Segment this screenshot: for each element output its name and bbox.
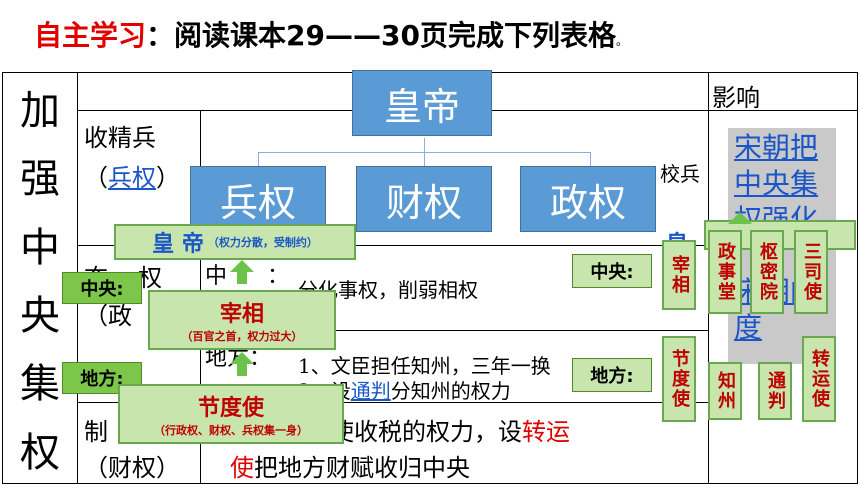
- table-row-line-3: [200, 330, 708, 331]
- right-local-label: 地方:: [572, 358, 652, 392]
- overlay-chancellor-text: 宰相: [219, 302, 264, 327]
- right-local-zhizhou: 知州: [708, 362, 742, 420]
- header-influence: 影响: [712, 84, 760, 112]
- paren: ）: [156, 164, 180, 192]
- title-main: 阅读课本29——30页完成下列表格: [174, 19, 616, 52]
- left-char: 央: [20, 293, 60, 340]
- arrow-head: [230, 260, 254, 272]
- overlay-local-label: 地方:: [62, 362, 142, 394]
- right-local-tongpan: 通判: [758, 362, 792, 420]
- left-char: 加: [20, 88, 60, 135]
- overlay-emperor-box: 皇 帝 （权力分散，受制约）: [114, 224, 356, 260]
- row1-label: 收精兵: [84, 124, 156, 152]
- paren: （: [84, 164, 108, 192]
- row3-local-suffix: ：: [249, 346, 272, 371]
- page-title: 自主学习：阅读课本29——30页完成下列表格。: [34, 14, 628, 54]
- row2-central: 中：: [205, 258, 289, 290]
- arrow-head: [230, 352, 254, 364]
- table-row-line-1: [78, 245, 708, 246]
- right-arrow-up: [728, 212, 752, 224]
- overlay-jiedushi-text: 节度使: [197, 396, 264, 421]
- overlay-arrow-up-1: [230, 260, 254, 284]
- left-char: 权: [20, 429, 60, 476]
- left-char: 中: [20, 224, 60, 271]
- hierarchy-connector-right: [590, 152, 591, 166]
- row2-label-b: （政: [84, 302, 132, 330]
- table-row-line-2: [78, 402, 708, 403]
- right-local-jiedushi: 节度使: [662, 336, 696, 422]
- row2-central-prefix: 中: [205, 264, 228, 289]
- title-prefix: 自主学习: [34, 19, 147, 52]
- overlay-emperor-text: 皇 帝: [152, 232, 204, 257]
- arrow-head: [728, 212, 752, 224]
- arrow-stem: [237, 364, 247, 376]
- row1-link-bingquan: 兵权: [108, 164, 156, 192]
- overlay-chancellor-note: （百官之首，权力过大）: [181, 330, 303, 343]
- row4-text-a-span: 使收税的权力，设: [330, 418, 522, 446]
- overlay-jiedushi-note: （行政权、财权、兵权集一身）: [154, 424, 308, 437]
- overlay-jiedushi-box: 节度使 （行政权、财权、兵权集一身）: [118, 384, 344, 444]
- influence-line: 宋朝把: [734, 131, 819, 164]
- row3-item2-suffix: 分知州的权力: [390, 379, 511, 403]
- hierarchy-zhengquan-box: 政权: [520, 166, 656, 232]
- arrow-stem: [237, 272, 247, 284]
- hierarchy-emperor-box: 皇帝: [352, 70, 492, 136]
- row3-link-tongpan: 通判: [350, 379, 391, 403]
- left-column-title: 加 强 中 央 集 权: [2, 72, 78, 484]
- overlay-chancellor-box: 宰相 （百官之首，权力过大）: [148, 290, 336, 350]
- left-char: 集: [20, 361, 60, 408]
- row2-central-suffix: ：: [267, 264, 290, 289]
- right-central-zaixiang: 宰相: [662, 240, 696, 310]
- row4-text-b: 使把地方财赋收归中央: [230, 448, 470, 483]
- row3-item1: 1、文臣担任知州，三年一换: [298, 354, 551, 378]
- row4-text-b-red: 使: [230, 454, 254, 482]
- hierarchy-connector-vertical: [424, 138, 425, 152]
- title-colon: ：: [146, 19, 175, 52]
- hierarchy-bingquan-box: 兵权: [190, 166, 326, 232]
- right-central-shumiyuan: 枢密院: [750, 230, 784, 314]
- hierarchy-caiquan-box: 财权: [356, 166, 492, 232]
- row4-text-a: 使收税的权力，设转运: [330, 412, 570, 447]
- row4-label-b: （财权）: [84, 454, 180, 482]
- overlay-arrow-up-2: [230, 352, 254, 376]
- row1-label-b: （兵权）: [84, 158, 180, 193]
- right-local-zhuanyunshi: 转运使: [802, 336, 836, 422]
- overlay-emperor-note: （权力分散，受制约）: [207, 236, 318, 249]
- influence-line: 度: [734, 311, 763, 344]
- row4-text-red: 转运: [522, 418, 570, 446]
- hierarchy-connector-left: [258, 152, 259, 166]
- right-central-zhengshitang: 政事堂: [708, 230, 742, 314]
- row4-text-b-span: 把地方财赋收归中央: [254, 454, 470, 482]
- hierarchy-connector-mid: [424, 152, 425, 166]
- row4-label-a: 制: [84, 418, 108, 446]
- right-central-label: 中央:: [572, 254, 652, 288]
- row2-char: 权: [138, 264, 162, 292]
- title-dot: 。: [615, 34, 628, 48]
- overlay-central-label: 中央:: [62, 272, 142, 304]
- influence-line: 中央集: [734, 167, 819, 200]
- right-central-sansishi: 三司使: [794, 230, 828, 314]
- row1-partial-right: 校兵: [660, 162, 700, 186]
- left-char: 强: [20, 156, 60, 203]
